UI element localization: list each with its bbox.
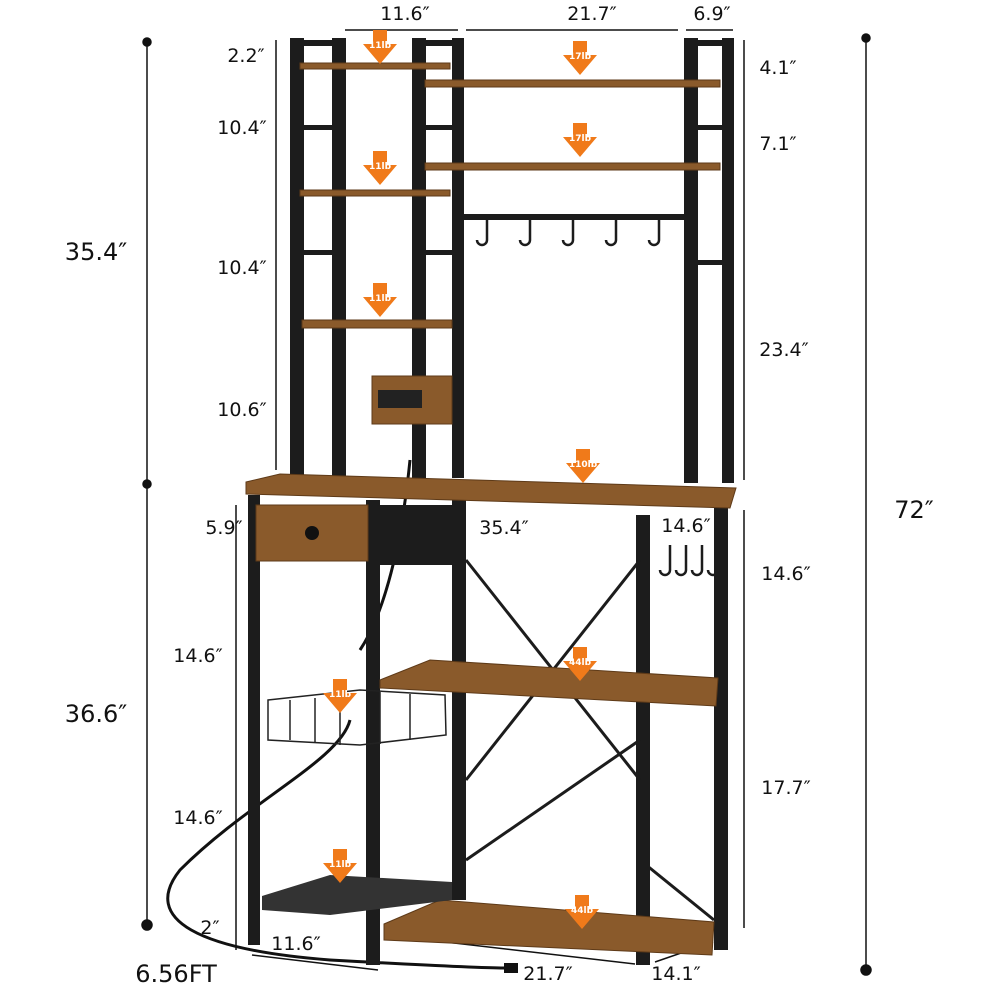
dim-bottom-left-width: 11.6″ [271, 933, 321, 955]
dim-top-main-width: 21.7″ [567, 3, 617, 25]
dim-left-lower-2: 14.6″ [173, 807, 223, 829]
weight-label: 17lb [568, 134, 592, 144]
weight-label: 44lb [570, 906, 594, 916]
dim-total-height: 72″ [894, 496, 934, 524]
weight-badge: 11lb [323, 849, 357, 883]
plug-icon [504, 963, 518, 973]
frame [248, 38, 734, 965]
weight-label: 11lb [328, 860, 352, 870]
weight-label: 11lb [328, 690, 352, 700]
dim-right-gap-2: 7.1″ [759, 133, 797, 155]
weight-badge: 11lb [363, 30, 397, 64]
weight-badge: 110lb [566, 449, 600, 483]
dim-right-lower-2: 17.7″ [761, 777, 811, 799]
weight-badge: 11lb [323, 679, 357, 713]
dim-bottom-depth: 14.1″ [651, 963, 701, 985]
dim-foot-height: 2″ [200, 917, 220, 939]
dim-upper-height: 35.4″ [64, 238, 128, 266]
mesh-shelf [262, 875, 452, 915]
weight-label: 17lb [568, 52, 592, 62]
weight-label: 44lb [568, 658, 592, 668]
weight-badge: 11lb [363, 151, 397, 185]
dim-top-depth: 6.9″ [693, 3, 731, 25]
weight-badge: 44lb [565, 895, 599, 929]
dim-bottom-main-width: 21.7″ [523, 963, 573, 985]
dim-cord-length: 6.56FT [135, 960, 217, 988]
hooks [475, 220, 720, 577]
dim-tabletop-width: 35.4″ [479, 517, 529, 539]
dim-left-gap-3: 10.4″ [217, 257, 267, 279]
power-outlet [378, 390, 422, 408]
weight-badge: 11lb [363, 283, 397, 317]
weight-label: 11lb [368, 41, 392, 51]
weight-badge: 44lb [563, 647, 597, 681]
weight-badge: 17lb [563, 123, 597, 157]
weight-label: 11lb [368, 294, 392, 304]
dim-lower-height: 36.6″ [64, 700, 128, 728]
drawer-knob [305, 526, 319, 540]
dimension-lines [141, 29, 872, 976]
weight-label: 110lb [568, 460, 598, 470]
weight-label: 11lb [368, 162, 392, 172]
weight-badge: 17lb [563, 41, 597, 75]
wire-basket [267, 689, 447, 746]
dim-top-left-width: 11.6″ [380, 3, 430, 25]
dim-tabletop-depth: 14.6″ [661, 515, 711, 537]
dim-left-lower-1: 14.6″ [173, 645, 223, 667]
dim-right-gap-1: 4.1″ [759, 57, 797, 79]
dim-right-gap-3: 23.4″ [759, 339, 809, 361]
dim-left-gap-1: 2.2″ [227, 45, 265, 67]
dim-left-gap-4: 10.6″ [217, 399, 267, 421]
dim-drawer-height: 5.9″ [205, 517, 243, 539]
wood-shelves [245, 62, 737, 956]
dim-left-gap-2: 10.4″ [217, 117, 267, 139]
dim-right-lower-1: 14.6″ [761, 563, 811, 585]
